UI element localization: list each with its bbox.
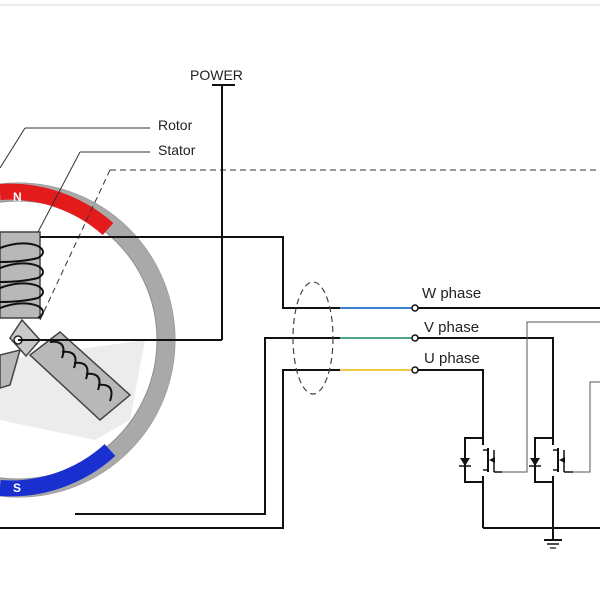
stator-pointer-tail bbox=[37, 151, 81, 233]
u-wire-out bbox=[418, 369, 484, 445]
stator-label: Stator bbox=[158, 142, 196, 158]
ground-icon bbox=[544, 528, 562, 549]
rotor-pointer-tail bbox=[0, 127, 26, 169]
mosfet-icon bbox=[459, 437, 502, 483]
gate-line-2 bbox=[573, 381, 600, 473]
gate-line-1 bbox=[502, 321, 600, 473]
north-pole-label: N bbox=[13, 190, 22, 204]
w-terminal-icon bbox=[411, 304, 419, 312]
mosfet-icon-2 bbox=[529, 437, 573, 483]
rotor-label: Rotor bbox=[158, 117, 193, 133]
cable-bundle-ellipse bbox=[292, 281, 334, 395]
u-phase-label: U phase bbox=[424, 350, 480, 367]
north-pole bbox=[0, 183, 114, 236]
w-wire-black bbox=[40, 236, 340, 309]
south-pole bbox=[0, 443, 116, 497]
upper-coil bbox=[0, 231, 44, 319]
stator-dashed-diag bbox=[39, 169, 111, 321]
u-terminal-icon bbox=[411, 366, 419, 374]
u-wire-black bbox=[0, 369, 340, 529]
v-wire-out bbox=[418, 337, 554, 445]
w-phase-label: W phase bbox=[422, 285, 481, 302]
v-phase-label: V phase bbox=[424, 319, 479, 336]
left-coil bbox=[0, 348, 22, 389]
south-pole-label: S bbox=[13, 481, 21, 495]
power-label: POWER bbox=[190, 67, 243, 83]
v-terminal-icon bbox=[411, 334, 419, 342]
v-wire-black bbox=[75, 337, 340, 515]
